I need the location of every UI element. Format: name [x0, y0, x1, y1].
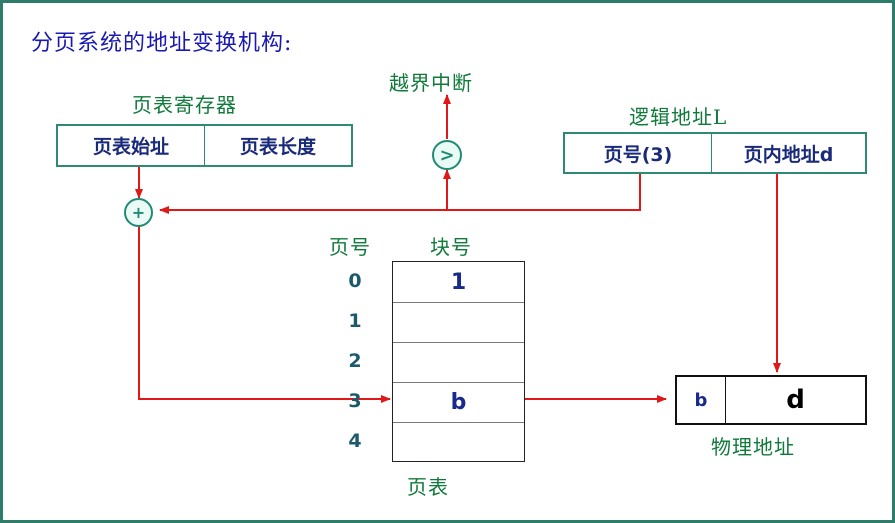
logical-page-number: 页号(3) [603, 143, 673, 166]
page-table-row: b [393, 382, 524, 422]
logical-offset: 页内地址d [711, 134, 865, 172]
page-index: 2 [348, 350, 362, 372]
physical-address: b d [675, 375, 867, 425]
page-index: 3 [348, 390, 362, 412]
page-index: 1 [348, 310, 362, 332]
page-table-start: 页表始址 [92, 136, 169, 158]
comparator-icon: > [432, 140, 462, 170]
page-table-row [393, 302, 524, 342]
diagram-title: 分页系统的地址变换机构: [31, 31, 293, 56]
interrupt-label: 越界中断 [389, 71, 473, 95]
logical-address: 页号(3) 页内地址d [563, 132, 867, 174]
page-index: 4 [348, 430, 362, 452]
register-label: 页表寄存器 [132, 93, 237, 117]
arrow-page-number-to-adder [159, 171, 641, 214]
page-index-column: 0 1 2 3 4 [343, 261, 367, 461]
physical-block: b [677, 377, 726, 423]
page-table-register: 页表始址 页表长度 [56, 124, 353, 167]
physical-offset: d [786, 385, 805, 415]
page-table: 1 b [392, 261, 525, 462]
col-block-number-header: 块号 [430, 235, 472, 259]
arrow-layer [135, 94, 781, 403]
page-table-caption: 页表 [407, 475, 449, 499]
arrow-adder-to-row3 [138, 226, 391, 403]
adder-icon: + [124, 198, 153, 227]
page-table-row: 1 [450, 269, 467, 295]
logical-address-label: 逻辑地址L [629, 105, 728, 129]
physical-address-label: 物理地址 [711, 435, 795, 459]
page-table-length: 页表长度 [204, 126, 351, 165]
page-table-row [393, 342, 524, 382]
page-table-row [393, 422, 524, 462]
page-index: 0 [348, 270, 362, 292]
col-page-number-header: 页号 [329, 235, 371, 259]
